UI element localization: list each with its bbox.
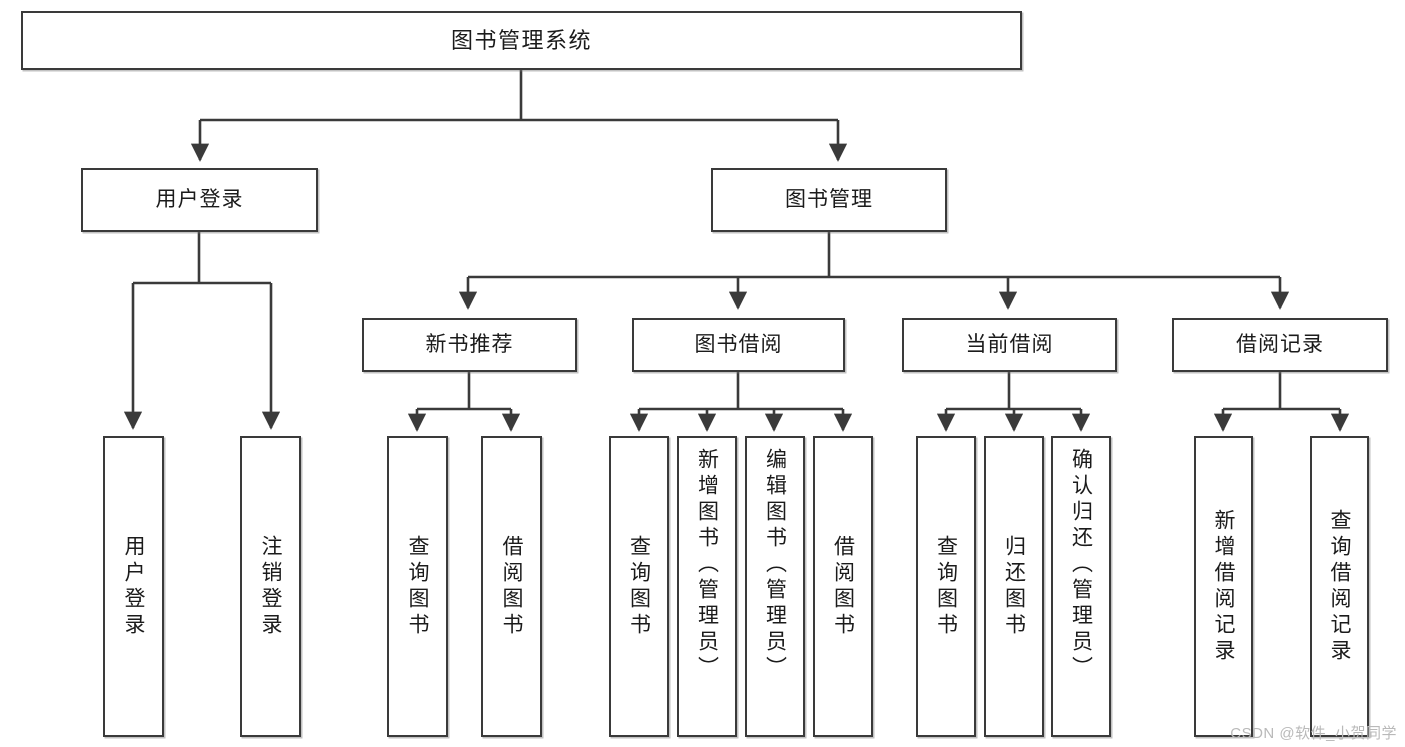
leaf-confirm-return-label: 确认归还（管理员）	[1069, 448, 1093, 682]
leaf-edit-book[interactable]: 编辑图书（管理员）	[745, 436, 805, 737]
watermark: CSDN @软件_小贺同学	[1230, 725, 1397, 742]
leaf-query-book-3[interactable]: 查询图书	[916, 436, 976, 737]
leaf-borrow-book-1[interactable]: 借阅图书	[481, 436, 542, 737]
node-borrow-record-label: 借阅记录	[1236, 332, 1324, 356]
node-root[interactable]: 图书管理系统	[21, 11, 1022, 70]
leaf-user-login-label: 用户登录	[122, 534, 145, 639]
node-borrow-record[interactable]: 借阅记录	[1172, 318, 1388, 372]
node-current-borrow-label: 当前借阅	[965, 332, 1054, 356]
leaf-query-book-2[interactable]: 查询图书	[609, 436, 669, 737]
leaf-query-book-1-label: 查询图书	[406, 534, 429, 639]
leaf-return-book[interactable]: 归还图书	[984, 436, 1044, 737]
node-book-borrow[interactable]: 图书借阅	[632, 318, 845, 372]
leaf-confirm-return[interactable]: 确认归还（管理员）	[1051, 436, 1111, 737]
node-user-login[interactable]: 用户登录	[81, 168, 318, 232]
node-book-borrow-label: 图书借阅	[694, 332, 783, 356]
leaf-add-book-label: 新增图书（管理员）	[695, 448, 719, 682]
node-root-label: 图书管理系统	[450, 27, 592, 53]
leaf-query-book-2-label: 查询图书	[627, 534, 651, 639]
node-user-login-label: 用户登录	[155, 187, 244, 211]
node-new-book-recommend[interactable]: 新书推荐	[362, 318, 577, 372]
leaf-edit-book-label: 编辑图书（管理员）	[763, 448, 787, 682]
leaf-return-book-label: 归还图书	[1002, 534, 1026, 639]
leaf-query-record-label: 查询借阅记录	[1328, 508, 1351, 665]
leaf-logout-login-label: 注销登录	[259, 534, 282, 639]
leaf-user-login[interactable]: 用户登录	[103, 436, 164, 737]
leaf-borrow-book-2-label: 借阅图书	[831, 534, 855, 639]
leaf-add-book[interactable]: 新增图书（管理员）	[677, 436, 737, 737]
leaf-borrow-book-2[interactable]: 借阅图书	[813, 436, 873, 737]
node-book-manage-label: 图书管理	[785, 187, 873, 211]
node-current-borrow[interactable]: 当前借阅	[902, 318, 1117, 372]
leaf-add-record-label: 新增借阅记录	[1212, 508, 1235, 665]
node-book-manage[interactable]: 图书管理	[711, 168, 947, 232]
leaf-query-book-1[interactable]: 查询图书	[387, 436, 448, 737]
node-new-book-recommend-label: 新书推荐	[425, 332, 514, 356]
leaf-query-book-3-label: 查询图书	[934, 534, 958, 639]
leaf-borrow-book-1-label: 借阅图书	[500, 534, 523, 639]
leaf-logout-login[interactable]: 注销登录	[240, 436, 301, 737]
leaf-query-record[interactable]: 查询借阅记录	[1310, 436, 1369, 737]
leaf-add-record[interactable]: 新增借阅记录	[1194, 436, 1253, 737]
